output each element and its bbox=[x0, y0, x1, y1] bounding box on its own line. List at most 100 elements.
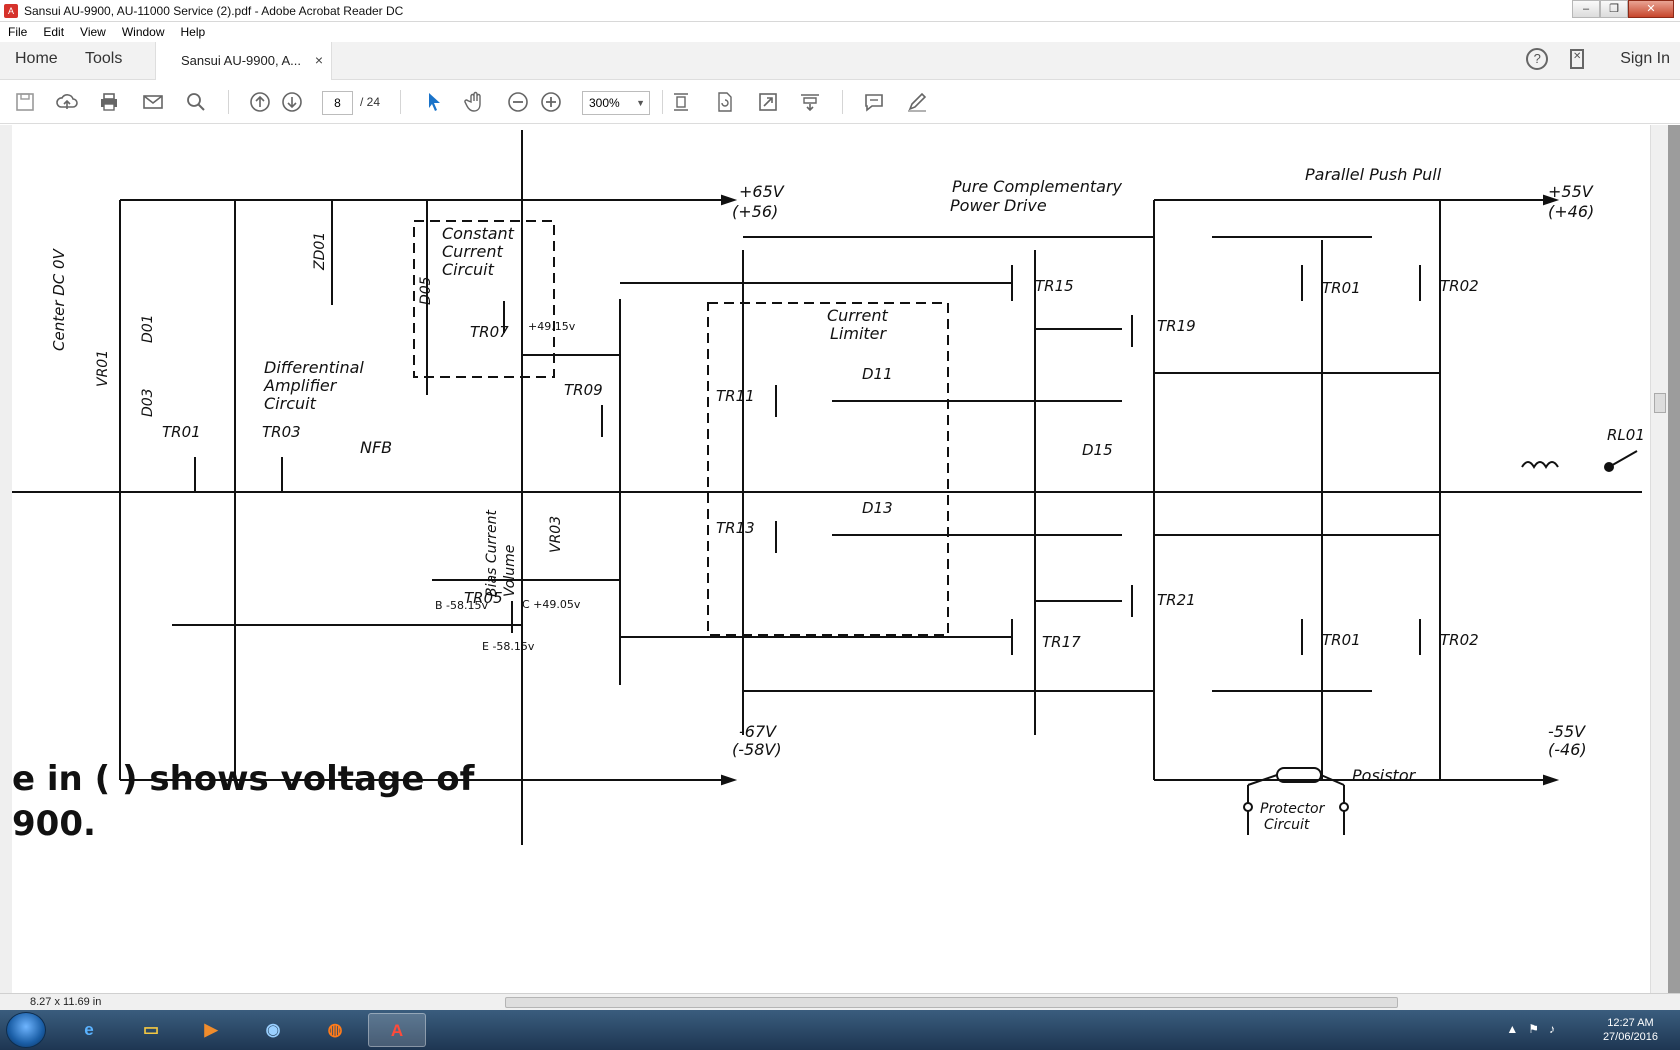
menu-file[interactable]: File bbox=[8, 25, 28, 39]
zoom-in-icon[interactable] bbox=[539, 90, 563, 114]
label-rail-neg: -67V bbox=[739, 722, 777, 741]
close-window-button[interactable]: ✕ bbox=[1628, 0, 1674, 18]
label-d15: D15 bbox=[1082, 441, 1113, 459]
label-tr21: TR21 bbox=[1157, 591, 1196, 609]
label-rail-pos-alt: (+56) bbox=[732, 202, 778, 221]
label-posistor: Posistor bbox=[1352, 766, 1417, 785]
tab-home[interactable]: Home bbox=[15, 50, 58, 67]
tab-document[interactable]: Sansui AU-9900, A... × bbox=[155, 42, 332, 80]
label-tr01-neg: TR01 bbox=[1322, 631, 1361, 649]
full-screen-icon[interactable] bbox=[756, 90, 780, 114]
title-bar: A Sansui AU-9900, AU-11000 Service (2).p… bbox=[0, 0, 1680, 22]
page-size-label: 8.27 x 11.69 in bbox=[30, 996, 102, 1008]
label-current-limiter-1: Current bbox=[827, 306, 888, 325]
label-current-limiter-2: Limiter bbox=[830, 324, 888, 343]
annotation-collector-voltage: C +49.05v bbox=[522, 598, 581, 611]
rotate-icon[interactable] bbox=[712, 90, 736, 114]
right-tools: ? ✕ Sign In bbox=[1526, 48, 1670, 70]
label-ccc-3: Circuit bbox=[442, 260, 495, 279]
hand-tool-icon[interactable] bbox=[463, 90, 487, 114]
label-protector-1: Protector bbox=[1260, 801, 1326, 817]
label-rail-pos: +65V bbox=[739, 182, 785, 201]
start-button[interactable] bbox=[6, 1012, 46, 1048]
save-icon[interactable] bbox=[13, 90, 37, 114]
document-viewport: +65V (+56) -67V (-58V) +55V (+46) -55V (… bbox=[0, 125, 1680, 998]
print-icon[interactable] bbox=[97, 90, 121, 114]
vertical-scrollbar[interactable] bbox=[1650, 125, 1668, 998]
label-diff-1: Differentinal bbox=[264, 358, 364, 377]
annotation-emitter-voltage: E -58.15v bbox=[482, 640, 535, 653]
window-title: Sansui AU-9900, AU-11000 Service (2).pdf… bbox=[24, 3, 404, 18]
zoom-select[interactable]: 300% ▼ bbox=[582, 91, 650, 115]
scroll-mode-icon[interactable] bbox=[798, 90, 822, 114]
system-tray: ▲⚑♪ bbox=[1506, 1022, 1565, 1036]
menu-bar: File Edit View Window Help bbox=[0, 22, 1680, 42]
comment-icon[interactable] bbox=[862, 90, 886, 114]
firefox-icon[interactable]: ◍ bbox=[327, 1020, 343, 1039]
help-icon[interactable]: ? bbox=[1526, 48, 1549, 70]
upload-cloud-icon[interactable] bbox=[55, 90, 79, 114]
previous-page-icon[interactable] bbox=[248, 90, 272, 114]
label-parallel-push-pull: Parallel Push Pull bbox=[1305, 165, 1442, 184]
acrobat-icon: A bbox=[4, 3, 18, 18]
label-center-dc: Center DC 0V bbox=[50, 247, 68, 351]
mobile-link-icon[interactable]: ✕ bbox=[1570, 49, 1585, 69]
toolbar-separator bbox=[400, 90, 401, 114]
toolbar-separator bbox=[662, 90, 663, 114]
label-vr01: VR01 bbox=[95, 350, 111, 387]
label-nfb: NFB bbox=[360, 438, 392, 457]
label-tr09: TR09 bbox=[564, 381, 603, 399]
label-zd01: ZD01 bbox=[312, 232, 328, 271]
label-d11: D11 bbox=[862, 365, 893, 383]
highlight-pen-icon[interactable] bbox=[905, 90, 929, 114]
toolbar-separator bbox=[842, 90, 843, 114]
clock[interactable]: 12:27 AM 27/06/2016 bbox=[1603, 1016, 1658, 1044]
toolbar: 8 / 24 300% ▼ bbox=[0, 80, 1680, 124]
media-player-icon[interactable]: ▶ bbox=[204, 1020, 218, 1039]
horizontal-scrollbar[interactable] bbox=[505, 997, 1398, 1008]
label-tr13: TR13 bbox=[716, 519, 755, 537]
vertical-scroll-thumb[interactable] bbox=[1654, 393, 1666, 413]
label-tr02-neg: TR02 bbox=[1440, 631, 1479, 649]
email-icon[interactable] bbox=[141, 90, 165, 114]
label-d03: D03 bbox=[140, 388, 156, 417]
pdf-page: +65V (+56) -67V (-58V) +55V (+46) -55V (… bbox=[12, 125, 1650, 997]
page-total: / 24 bbox=[360, 95, 381, 109]
close-tab-icon[interactable]: × bbox=[314, 52, 323, 68]
document-tab-label: Sansui AU-9900, A... bbox=[181, 53, 301, 68]
schematic-diagram: +65V (+56) -67V (-58V) +55V (+46) -55V (… bbox=[12, 130, 1645, 845]
search-icon[interactable] bbox=[184, 90, 208, 114]
acrobat-taskbar-icon[interactable]: A bbox=[368, 1013, 426, 1047]
menu-view[interactable]: View bbox=[80, 25, 106, 39]
internet-explorer-icon[interactable]: e bbox=[84, 1020, 94, 1039]
label-bias-1: Bias Current bbox=[484, 510, 500, 597]
label-bias-2: Volume bbox=[502, 545, 518, 597]
label-out-pos-alt: (+46) bbox=[1548, 202, 1594, 221]
network-app-icon[interactable]: ◉ bbox=[265, 1020, 281, 1039]
windows-taskbar: e ▭ ▶ ◉ ◍ A ▲⚑♪ 12:27 AM 27/06/2016 bbox=[0, 1010, 1680, 1050]
select-cursor-icon[interactable] bbox=[422, 90, 446, 114]
zoom-out-icon[interactable] bbox=[506, 90, 530, 114]
minimize-button[interactable]: – bbox=[1572, 0, 1600, 18]
annotation-tr07-voltage: +49.15v bbox=[528, 320, 576, 333]
left-panel-toggle[interactable] bbox=[0, 125, 12, 998]
label-d13: D13 bbox=[862, 499, 893, 517]
label-tr11: TR11 bbox=[716, 387, 755, 405]
page-number-input[interactable]: 8 bbox=[322, 91, 353, 115]
label-ccc-1: Constant bbox=[442, 224, 515, 243]
tab-tools[interactable]: Tools bbox=[85, 50, 123, 67]
label-tr05: TR05 bbox=[464, 589, 503, 607]
menu-window[interactable]: Window bbox=[121, 25, 165, 39]
label-tr07: TR07 bbox=[470, 323, 509, 341]
zoom-value: 300% bbox=[589, 96, 620, 110]
sign-in-button[interactable]: Sign In bbox=[1620, 50, 1670, 67]
fit-page-icon[interactable] bbox=[669, 90, 693, 114]
menu-help[interactable]: Help bbox=[180, 25, 206, 39]
label-tr15: TR15 bbox=[1035, 277, 1074, 295]
maximize-button[interactable]: ❐ bbox=[1600, 0, 1628, 18]
label-d01: D01 bbox=[140, 314, 156, 343]
next-page-icon[interactable] bbox=[280, 90, 304, 114]
file-explorer-icon[interactable]: ▭ bbox=[142, 1020, 160, 1039]
window-controls: – ❐ ✕ bbox=[1572, 0, 1674, 18]
menu-edit[interactable]: Edit bbox=[43, 25, 65, 39]
